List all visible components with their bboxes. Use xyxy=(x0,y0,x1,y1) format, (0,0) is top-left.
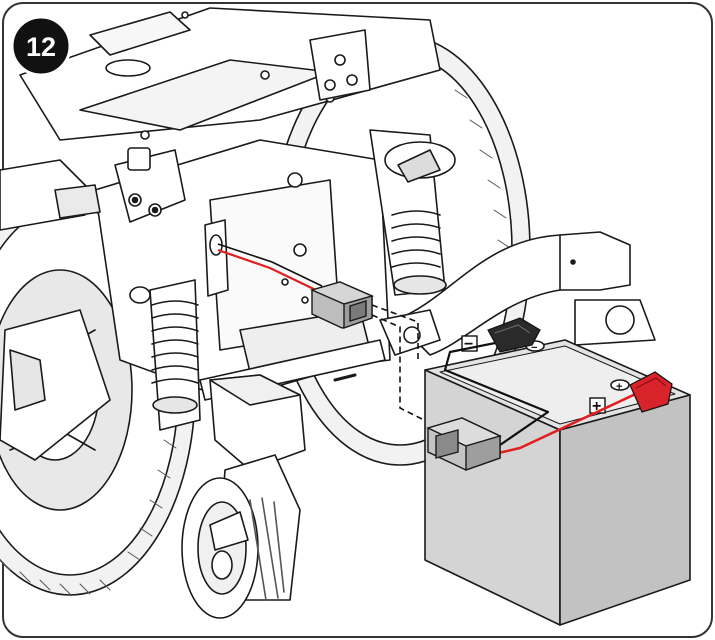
wheelchair-illustration xyxy=(0,7,656,619)
numbered-circle-icon xyxy=(10,15,72,77)
battery-connector xyxy=(426,417,502,471)
negative-cable xyxy=(443,338,550,446)
left-motor-hub xyxy=(0,309,111,461)
front-caster xyxy=(181,374,306,619)
chassis-connector xyxy=(309,281,375,329)
negative-sign-label: − xyxy=(461,335,478,353)
negative-connector-boot xyxy=(487,317,541,353)
rear-wheel-hub xyxy=(379,309,441,356)
harness-negative-wire xyxy=(217,243,323,287)
anti-tip-arm xyxy=(394,231,656,356)
front-shock-absorber xyxy=(129,279,201,431)
positive-terminal-mark: + xyxy=(616,381,622,393)
latch-plate xyxy=(204,219,229,297)
left-fender xyxy=(0,159,101,231)
negative-terminal-mark: − xyxy=(531,342,537,354)
positive-connector-boot xyxy=(629,371,673,413)
svg-text:−: − xyxy=(464,336,473,353)
step-badge: 12 xyxy=(10,15,72,77)
positive-terminal xyxy=(610,379,630,391)
left-bracket xyxy=(114,147,186,223)
step-number: 12 xyxy=(26,32,56,62)
chassis-harness xyxy=(217,243,375,329)
rear-upper-bracket xyxy=(309,29,371,101)
harness-positive-wire xyxy=(217,248,321,293)
connection-guide-lines xyxy=(371,304,441,429)
rear-shock-absorber xyxy=(369,129,456,296)
svg-text:+: + xyxy=(592,398,601,415)
battery xyxy=(424,339,691,626)
